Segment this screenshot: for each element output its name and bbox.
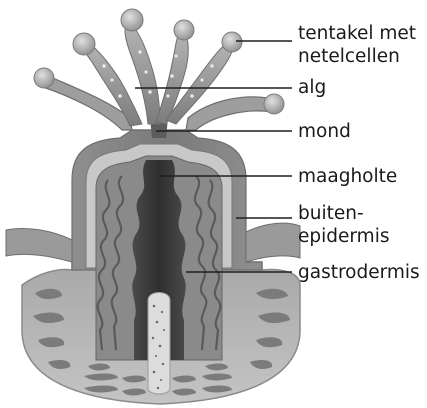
label-alga: alg — [298, 77, 326, 98]
labels: tentakel met netelcellen alg mond maagho… — [298, 23, 420, 283]
label-outer-epidermis-line1: buiten- — [298, 203, 364, 224]
label-gastrodermis: gastrodermis — [298, 262, 420, 283]
label-mouth: mond — [298, 121, 351, 142]
label-tentacle-line1: tentakel met — [298, 23, 416, 44]
label-outer-epidermis-line2: epidermis — [298, 226, 389, 247]
label-gastric-cavity: maagholte — [298, 166, 397, 187]
label-tentacle-line2: netelcellen — [298, 46, 400, 67]
